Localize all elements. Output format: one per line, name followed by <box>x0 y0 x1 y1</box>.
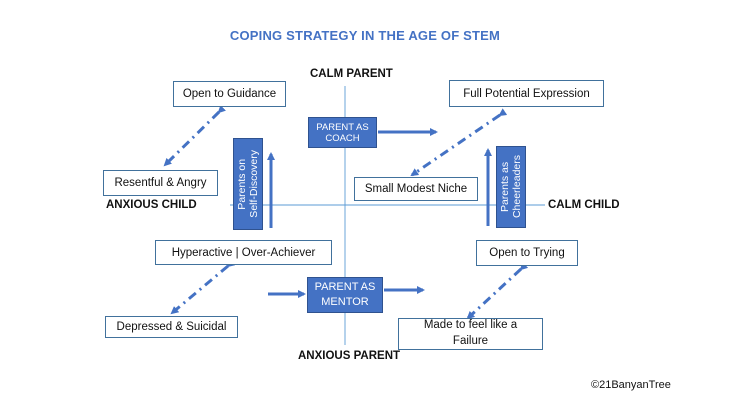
arrow-trying-failure <box>466 261 529 320</box>
box-parents-as-cheerleaders: Parents as Cheerleaders <box>496 146 526 228</box>
box-open-to-guidance: Open to Guidance <box>173 81 286 107</box>
axis-label-anxious-child: ANXIOUS CHILD <box>106 199 197 211</box>
cheerleaders-text: Parents as Cheerleaders <box>499 155 523 218</box>
axis-label-calm-child: CALM CHILD <box>548 199 620 211</box>
box-made-to-feel-like-a-failure: Made to feel like a Failure <box>398 318 543 350</box>
box-open-to-trying: Open to Trying <box>476 240 578 266</box>
diagram-title: COPING STRATEGY IN THE AGE OF STEM <box>229 28 501 43</box>
box-parent-as-mentor: PARENT AS MENTOR <box>307 277 383 313</box>
axis-label-calm-parent: CALM PARENT <box>310 68 393 80</box>
box-parent-as-coach: PARENT AS COACH <box>308 117 377 148</box>
arrow-potential-niche <box>410 108 508 177</box>
box-full-potential-expression: Full Potential Expression <box>449 80 604 107</box>
copyright-notice: ©21BanyanTree <box>591 379 671 391</box>
self-discovery-line-2: Self-Discovery <box>248 150 260 218</box>
mentor-line-1: PARENT AS <box>314 281 376 294</box>
box-resentful-angry: Resentful & Angry <box>103 170 218 196</box>
self-discovery-line-1: Parents on <box>235 158 248 210</box>
failure-line-2: Failure <box>452 335 489 347</box>
arrow-guidance-resentful <box>163 104 227 167</box>
box-hyperactive-over-achiever: Hyperactive | Over-Achiever <box>155 240 332 265</box>
cheerleaders-line-1: Parents as <box>498 161 511 213</box>
self-discovery-text: Parents on Self-Discovery <box>236 150 260 218</box>
box-depressed-suicidal: Depressed & Suicidal <box>105 316 238 338</box>
arrow-hyperactive-depressed <box>170 259 236 315</box>
box-parents-on-self-discovery: Parents on Self-Discovery <box>233 138 263 230</box>
failure-line-1: Made to feel like a <box>423 319 518 332</box>
axis-label-anxious-parent: ANXIOUS PARENT <box>298 350 401 362</box>
box-small-modest-niche: Small Modest Niche <box>354 177 478 201</box>
mentor-line-2: MENTOR <box>321 296 369 308</box>
cheerleaders-line-2: Cheerleaders <box>511 155 523 219</box>
